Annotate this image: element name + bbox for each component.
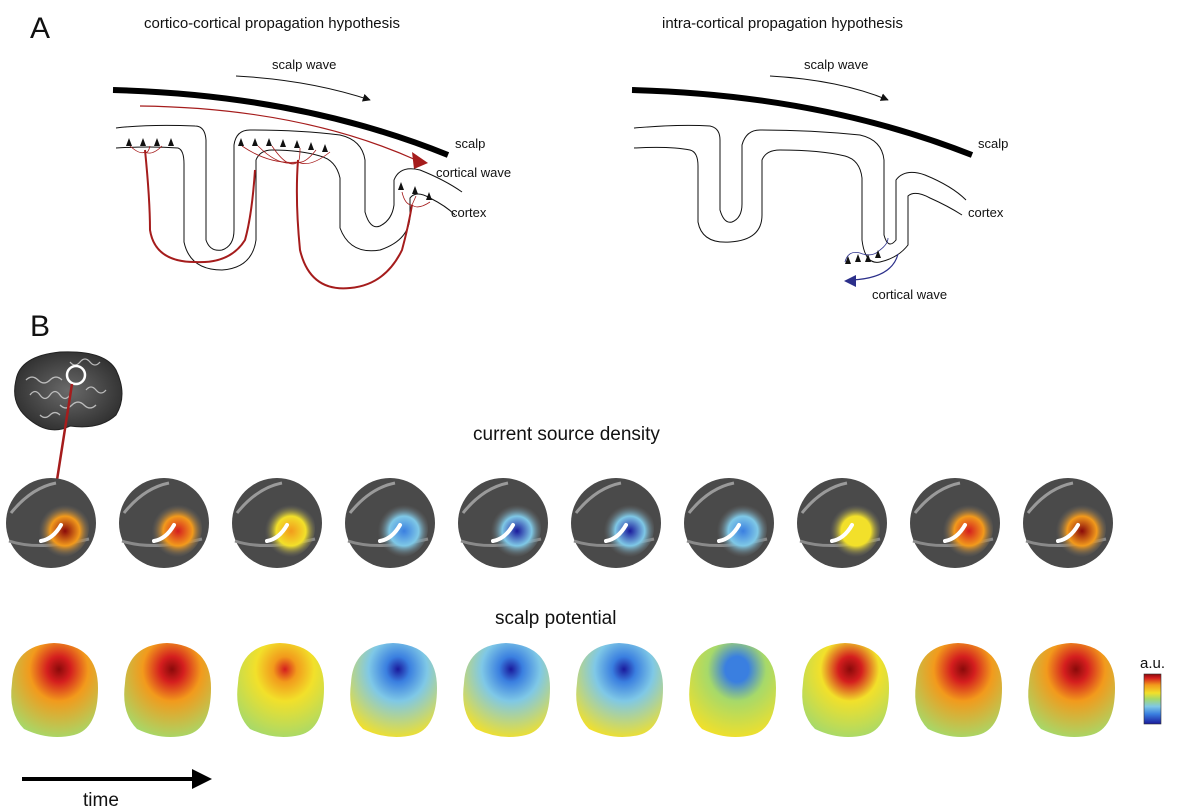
scalp-title: scalp potential [495,608,616,629]
left-scalp-wave-arrow [235,75,371,102]
csd-frame [119,478,209,568]
csd-sulcus [122,481,170,514]
csd-frame [684,478,774,568]
region-highlight-circle [65,364,87,386]
csd-sulcus [9,481,57,514]
region-connector-line [55,383,74,481]
cortico-cortical-diagram: cortico-cortical propagation hypothesis … [112,15,511,290]
csd-sulcus [1026,481,1074,514]
left-cortical-wave-arrowhead [412,152,428,169]
right-scalp-label: scalp [978,136,1008,151]
right-cortical-wave-label: cortical wave [872,287,947,302]
csd-sulcus [574,481,622,514]
csd-highlight [1056,523,1080,543]
right-scalp-wave-arrow [769,75,889,101]
scalp-frame [11,643,99,737]
panel-a-label: A [30,12,50,45]
left-local-fibers [129,145,431,208]
csd-frame [6,478,96,568]
time-arrowhead [192,769,212,789]
left-title: cortico-cortical propagation hypothesis [144,15,400,32]
left-cortex-outer [115,124,463,251]
right-cortex-label: cortex [968,205,1004,220]
scalp-head [11,643,99,737]
scalp-head [124,643,211,737]
time-label: time [83,790,119,810]
intra-cortical-diagram: intra-cortical propagation hypothesis sc… [631,15,1008,302]
scalp-frame [237,643,324,737]
csd-sulcus [348,481,396,514]
csd-highlight [265,523,289,543]
csd-frame [345,478,435,568]
scalp-frame [802,643,889,737]
csd-highlight [943,523,967,543]
right-scalp-line [631,87,974,158]
scalp-head [237,643,324,737]
left-scalp-line [112,87,450,158]
csd-highlight [378,523,402,543]
csd-highlight [152,523,176,543]
right-cortex-inner [633,146,963,263]
right-cortex-outer [633,124,967,245]
panel-b-label: B [30,310,50,343]
csd-sulcus [687,481,735,514]
csd-title: current source density [473,424,660,445]
csd-sulcus [235,481,283,514]
left-scalp-label: scalp [455,136,485,151]
csd-frame [910,478,1000,568]
left-cortical-wave-arrow [139,105,417,161]
scalp-head [689,643,776,737]
left-scalp-wave-label: scalp wave [272,57,336,72]
scalp-head [915,643,1002,737]
right-cortical-wave-arrowhead [844,275,856,287]
csd-highlight [491,523,515,543]
scalp-frame [124,643,211,737]
csd-highlight [39,523,63,543]
right-cortical-wave-arrow [851,253,899,281]
csd-frame [797,478,887,568]
scalp-frame [350,643,437,737]
scalp-frame [463,643,550,737]
scalp-head [1028,643,1115,737]
csd-frames [6,478,1113,568]
left-fiber-1 [144,149,256,264]
right-neurons [845,250,881,264]
right-local-fibers [844,237,889,263]
left-cortex-inner [115,146,456,271]
csd-frame [458,478,548,568]
left-neurons [126,138,432,200]
csd-sulcus [913,481,961,514]
right-title: intra-cortical propagation hypothesis [662,15,903,32]
csd-frame [571,478,661,568]
csd-sulcus [800,481,848,514]
left-fiber-2 [295,159,413,290]
scalp-frames [11,643,1115,737]
left-cortical-wave-label: cortical wave [436,165,511,180]
scalp-head [350,643,437,737]
brain-thumbnail [14,351,123,481]
csd-highlight [717,523,741,543]
scalp-head [463,643,550,737]
scalp-frame [915,643,1002,737]
csd-highlight [830,523,854,543]
colorbar-label: a.u. [1140,655,1165,672]
scalp-frame [1028,643,1115,737]
right-scalp-wave-label: scalp wave [804,57,868,72]
scalp-head [576,643,663,737]
csd-frame [1023,478,1113,568]
scalp-frame [689,643,776,737]
colorbar [1143,673,1162,725]
csd-sulcus [461,481,509,514]
csd-frame [232,478,322,568]
scalp-head [802,643,889,737]
scalp-frame [576,643,663,737]
left-cortex-label: cortex [451,205,487,220]
csd-highlight [604,523,628,543]
